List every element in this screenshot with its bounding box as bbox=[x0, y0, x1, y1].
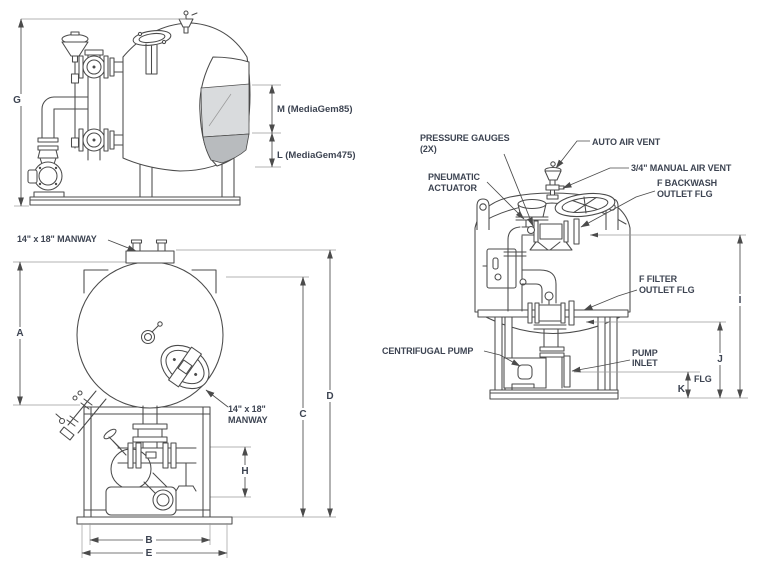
pump-inlet-label-line3: FLG bbox=[694, 374, 712, 384]
dim-d: D bbox=[324, 249, 337, 518]
dim-e-label: E bbox=[146, 548, 153, 559]
dim-m-l: M (MediaGem85) L (MediaGem475) bbox=[252, 84, 356, 168]
front-manway-oval bbox=[160, 344, 210, 390]
media-m-label: M (MediaGem85) bbox=[277, 104, 353, 115]
centrifugal-pump-label: CENTRIFUGAL PUMP bbox=[382, 346, 473, 356]
filter-outlet-leader bbox=[583, 289, 638, 311]
top-manway-ellipse bbox=[554, 192, 616, 218]
dim-g-label: G bbox=[13, 95, 21, 106]
backwash-leader bbox=[580, 190, 656, 228]
top-manway-plate bbox=[125, 239, 175, 264]
top-manway-oval bbox=[132, 30, 172, 46]
center-sight-fitting bbox=[140, 321, 163, 345]
manway-front-label-line1: 14" x 18" bbox=[228, 404, 266, 414]
callout-end-view: I J K PRESSURE GAUGES (2X) PNEUMATIC ACT… bbox=[382, 133, 748, 400]
manway-top-label: 14" x 18" MANWAY bbox=[17, 234, 97, 244]
dim-c-label: C bbox=[299, 409, 306, 420]
manual-air-vent-leader bbox=[562, 167, 629, 189]
pneumatic-actuator-leader bbox=[486, 181, 525, 220]
tank-bottom-valve bbox=[132, 405, 168, 449]
dim-c: C bbox=[297, 276, 310, 518]
pressure-gauges-label-line2: (2X) bbox=[420, 144, 437, 154]
dim-e: E bbox=[81, 523, 228, 559]
dim-j: J bbox=[586, 319, 726, 399]
pump-inlet-label-line2: INLET bbox=[632, 358, 658, 368]
pneumatic-label-line2: ACTUATOR bbox=[428, 183, 477, 193]
drain-pipe bbox=[55, 390, 107, 441]
dim-a: A bbox=[14, 261, 27, 406]
dim-j-label: J bbox=[717, 354, 723, 365]
skid-base bbox=[29, 196, 241, 206]
manual-air-vent-label: 3/4" MANUAL AIR VENT bbox=[631, 163, 732, 173]
manway-clamp-strap bbox=[145, 43, 158, 75]
centrifugal-pump-part bbox=[503, 357, 547, 389]
pressure-gauges-label-line1: PRESSURE GAUGES bbox=[420, 133, 510, 143]
filter-outlet-label-line1: F FILTER bbox=[639, 274, 678, 284]
filter-outlet-valve bbox=[521, 269, 575, 330]
auto-air-vent-leader bbox=[555, 140, 590, 169]
pump-inlet-label-line1: PUMP bbox=[632, 348, 658, 358]
butterfly-valve-upper bbox=[78, 55, 124, 79]
auto-air-vent-label: AUTO AIR VENT bbox=[592, 137, 661, 147]
tank-vent-valve bbox=[178, 10, 198, 34]
dim-h: H bbox=[239, 446, 252, 498]
media-cutaway bbox=[199, 56, 250, 167]
dim-g: G bbox=[11, 18, 186, 207]
side-elevation-view: G M (MediaGem85) L (MediaGem475) bbox=[11, 10, 356, 207]
junction-box bbox=[482, 248, 517, 289]
main-riser-pipe bbox=[503, 226, 527, 312]
pump-inlet-pipe bbox=[539, 328, 571, 389]
dim-a-label: A bbox=[16, 328, 23, 339]
dim-i: I bbox=[590, 232, 748, 399]
media-l-label: L (MediaGem475) bbox=[277, 150, 356, 161]
backwash-valve bbox=[521, 218, 580, 251]
dim-b: B bbox=[89, 523, 211, 546]
front-end-view: A D C H B E bbox=[13, 234, 337, 559]
dim-d-label: D bbox=[326, 391, 333, 402]
manifold-piping bbox=[37, 31, 124, 161]
manway-front-label-line2: MANWAY bbox=[228, 415, 268, 425]
dim-h-label: H bbox=[241, 466, 248, 477]
backwash-label-line2: OUTLET FLG bbox=[657, 189, 713, 199]
filter-outlet-label-line2: OUTLET FLG bbox=[639, 285, 695, 295]
pneumatic-label-line1: PNEUMATIC bbox=[428, 172, 481, 182]
dim-k: K bbox=[574, 371, 700, 399]
dim-i-label: I bbox=[739, 295, 742, 306]
pump-inlet-leader bbox=[571, 359, 631, 373]
pressure-gauges-leader bbox=[503, 153, 534, 227]
butterfly-valve-lower bbox=[78, 128, 124, 152]
dim-b-label: B bbox=[145, 535, 152, 546]
dim-k-label: K bbox=[678, 384, 686, 395]
air-release-valve bbox=[61, 31, 89, 149]
backwash-label-line1: F BACKWASH bbox=[657, 178, 717, 188]
side-view-pump bbox=[27, 157, 65, 198]
centrifugal-pump-leader bbox=[483, 350, 521, 367]
